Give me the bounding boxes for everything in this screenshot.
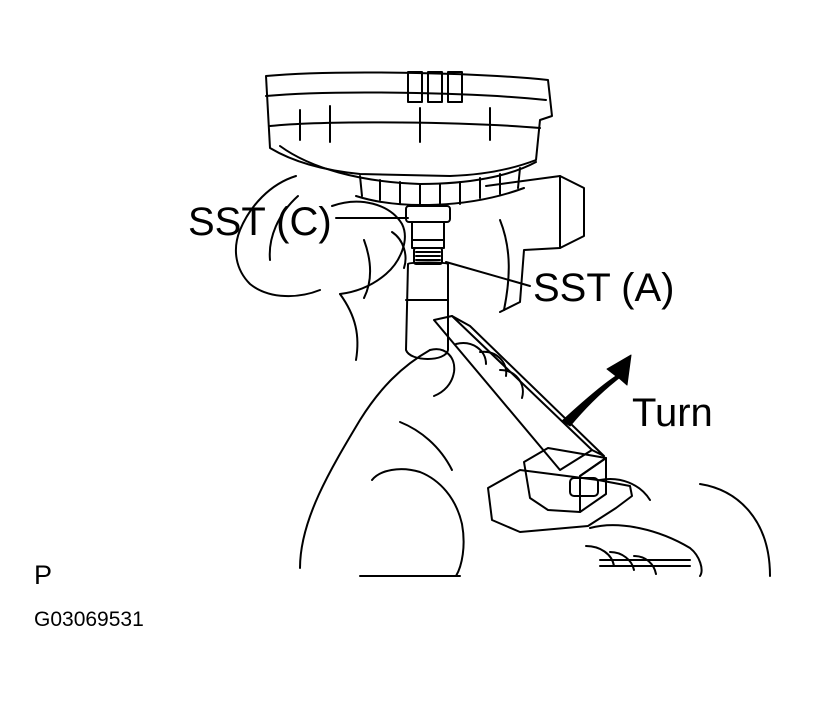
ratchet-head [487, 447, 771, 577]
mounting-bracket [485, 175, 585, 313]
callout-turn: Turn [632, 391, 713, 435]
alternator-body [265, 71, 553, 207]
turn-arrow-icon [561, 354, 632, 427]
sst-c-tool [405, 205, 451, 249]
right-hand [299, 342, 524, 577]
view-code-label: P [34, 560, 53, 590]
wrench-handle [433, 315, 605, 471]
callout-sst-c: SST (C) [188, 200, 332, 244]
leader-line-sst-a [445, 261, 531, 287]
callout-sst-a: SST (A) [533, 266, 675, 310]
left-hand [234, 175, 407, 361]
sst-a-tool [405, 247, 449, 360]
figure-id-label: G03069531 [34, 608, 144, 631]
